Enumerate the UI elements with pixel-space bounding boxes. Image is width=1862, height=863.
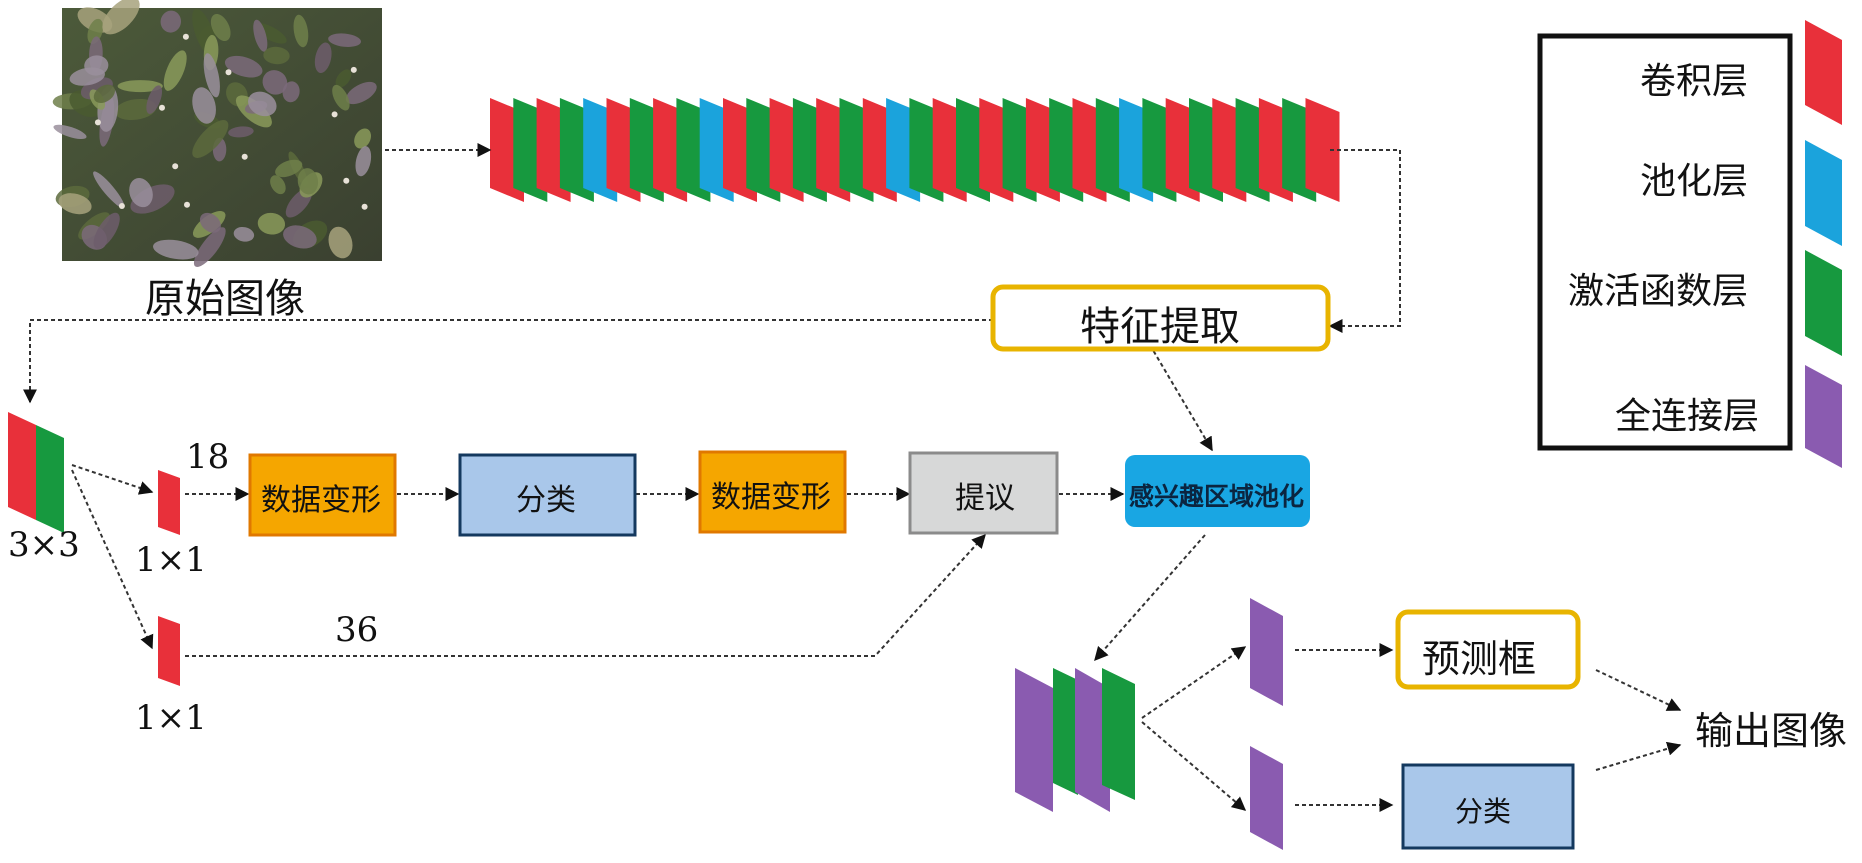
legend-swatch-conv xyxy=(1805,20,1842,125)
arrow-roi-to-fc xyxy=(1094,534,1206,662)
classify-box-head xyxy=(1401,763,1575,850)
arrow-backbone-to-feature xyxy=(1328,149,1401,333)
legend-swatches xyxy=(1805,20,1842,468)
arrow-fc-to-fc-top xyxy=(1141,646,1247,719)
reshape-box-1 xyxy=(248,453,397,537)
arrow-3x3-to-1x1-top xyxy=(71,464,154,495)
legend-label-act: 激活函数层 xyxy=(1568,271,1749,312)
input-image xyxy=(52,0,382,268)
proposal-box xyxy=(908,451,1059,535)
legend-swatch-pool xyxy=(1805,140,1842,246)
channels-36-label: 36 xyxy=(335,610,379,650)
feature-extraction-label: 特征提取 xyxy=(1080,304,1240,350)
classify-rpn-label: 分类 xyxy=(516,483,576,518)
rpn-1x1-conv-top xyxy=(158,470,180,535)
arrow-classify-to-output xyxy=(1595,741,1682,771)
channels-18-label: 18 xyxy=(186,437,230,477)
conv-3x3-label: 3×3 xyxy=(8,525,80,565)
roi-pooling-box xyxy=(1125,455,1310,527)
head-fc-top xyxy=(1250,598,1283,706)
arrow-feature-to-rpn xyxy=(23,319,993,404)
connectors xyxy=(23,143,1682,812)
legend-swatch-fc xyxy=(1805,365,1842,468)
legend-label-conv: 卷积层 xyxy=(1640,61,1749,102)
proposal-label: 提议 xyxy=(955,481,1015,516)
conv-1x1-top-label: 1×1 xyxy=(135,540,207,580)
rpn-1x1-conv-bottom xyxy=(158,616,180,686)
conv-1x1-bottom-label: 1×1 xyxy=(135,698,207,738)
arrow-3x3-to-1x1-bottom xyxy=(71,469,154,650)
reshape-box-2 xyxy=(698,450,847,534)
rpn-3x3-conv xyxy=(8,412,64,533)
legend-frame xyxy=(1537,33,1793,451)
arrow-1x1-bottom-to-proposal xyxy=(185,533,986,657)
arrow-predbox-to-output xyxy=(1595,669,1682,711)
pred-box-label: 预测框 xyxy=(1422,637,1537,681)
roi-pooling-label: 感兴趣区域池化 xyxy=(1129,482,1305,511)
backbone-layers xyxy=(490,98,1340,202)
legend-swatch-act xyxy=(1805,250,1842,356)
classify-box-rpn xyxy=(458,453,637,537)
head-fc-bottom xyxy=(1250,746,1283,850)
legend-label-pool: 池化层 xyxy=(1640,161,1749,202)
backbone-layer-slab xyxy=(1305,98,1340,202)
legend-label-fc: 全连接层 xyxy=(1615,396,1760,437)
reshape-2-label: 数据变形 xyxy=(711,480,831,515)
input-image-label: 原始图像 xyxy=(145,276,305,322)
reshape-1-label: 数据变形 xyxy=(261,483,381,518)
output-image-label: 输出图像 xyxy=(1695,709,1848,753)
classify-head-label: 分类 xyxy=(1455,795,1512,828)
head-fc-stack xyxy=(1015,668,1135,812)
pred-box xyxy=(1395,609,1581,690)
arrow-fc-to-fc-bottom xyxy=(1141,721,1247,811)
arrow-feature-to-roi xyxy=(1149,344,1213,452)
feature-extraction-box xyxy=(990,284,1331,352)
